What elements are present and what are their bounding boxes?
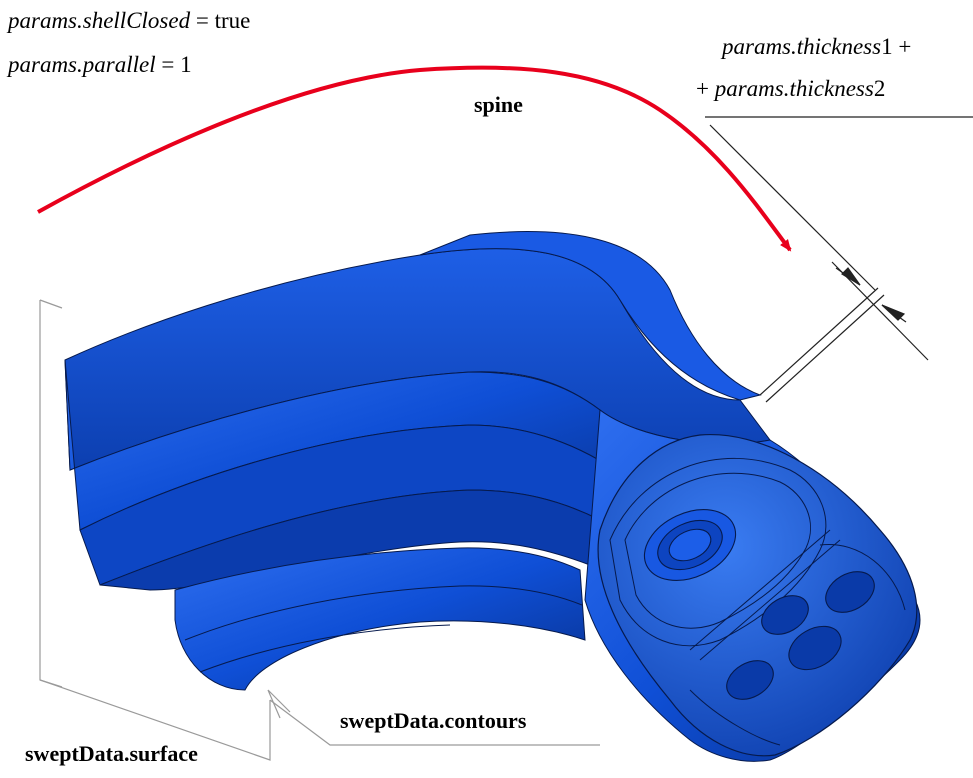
param-shell-closed-op: = [190, 8, 215, 33]
param-shell-closed-value: true [214, 8, 251, 33]
param-thickness-2-suffix: 2 [873, 76, 886, 101]
body-lower-stripe [184, 585, 583, 641]
param-parallel-op: = [155, 52, 181, 77]
surface-label: sweptData.surface [25, 741, 198, 766]
thickness-dimension [705, 116, 973, 403]
param-parallel-value: 1 [180, 52, 192, 77]
cap-hole-ellipses [726, 571, 875, 700]
param-shell-closed: params.shellClosed = true [8, 8, 250, 34]
cap-concentric-rings [643, 509, 737, 581]
param-parallel: params.parallel = 1 [8, 52, 192, 78]
param-thickness-2-name: params.thickness [714, 76, 874, 101]
spine-curve [37, 65, 792, 252]
param-thickness-1-suffix: 1 + [881, 34, 912, 59]
dim-arrow-top [841, 267, 861, 286]
contours-leader [267, 689, 600, 746]
cap-contour-sections [609, 457, 906, 746]
param-shell-closed-name: params.shellClosed [8, 8, 191, 33]
param-parallel-name: params.parallel [8, 52, 156, 77]
param-thickness-1-name: params.thickness [722, 34, 882, 59]
spine-label: spine [474, 92, 523, 117]
swept-body [64, 231, 921, 762]
param-thickness-line1: params.thickness1 + [722, 34, 911, 60]
body-lower-lobe [174, 547, 586, 691]
param-thickness-line2: + params.thickness2 [696, 76, 885, 102]
param-thickness-2-prefix: + [696, 76, 715, 101]
swept-surface-plane [39, 299, 271, 761]
body-lower-stripe-2 [199, 624, 451, 673]
contours-label: sweptData.contours [340, 708, 527, 733]
